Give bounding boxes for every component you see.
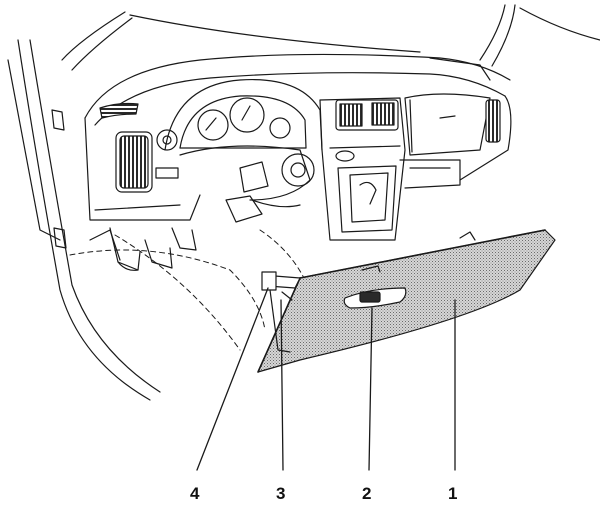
glove-box xyxy=(257,229,556,373)
callout-label-2: 2 xyxy=(362,484,371,503)
leader-lines xyxy=(196,287,456,471)
callout-label-3: 3 xyxy=(276,484,285,503)
callout-label-4: 4 xyxy=(190,484,200,503)
right-dash xyxy=(404,93,501,156)
glove-box-handle xyxy=(343,287,407,309)
callouts: 4 3 2 1 xyxy=(190,484,457,503)
lower-left-dash xyxy=(84,117,201,271)
door-frame xyxy=(7,11,161,401)
left-air-vent xyxy=(99,102,179,193)
windshield xyxy=(129,4,600,67)
center-stack xyxy=(319,97,461,241)
dashboard-top xyxy=(84,53,512,181)
instrument-cluster xyxy=(164,78,323,151)
steering-column xyxy=(179,145,315,223)
callout-label-1: 1 xyxy=(448,484,457,503)
routing-lines xyxy=(69,229,306,351)
